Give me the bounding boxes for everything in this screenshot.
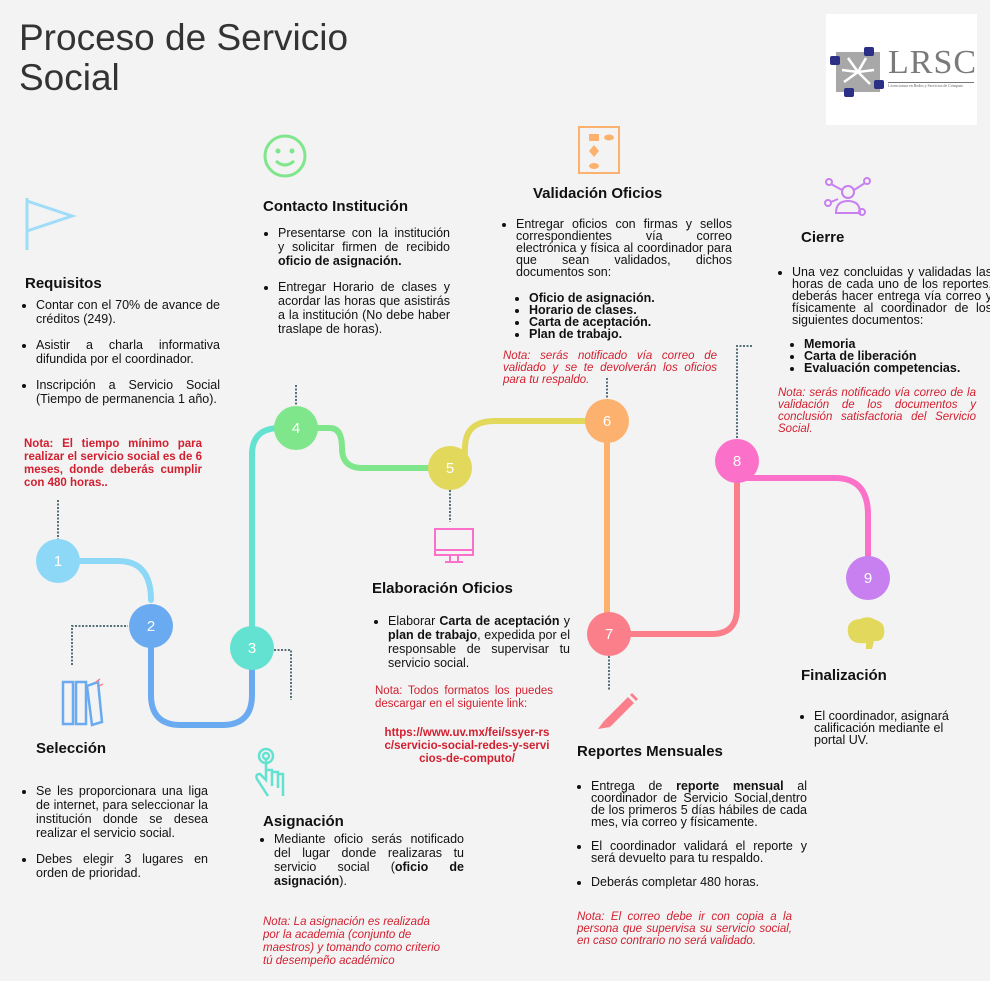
step-list-contacto: Presentarse con la institución y solicit…	[262, 226, 450, 348]
list-item: Se les proporcionara una liga de interne…	[36, 784, 208, 840]
step-list-asignacion: Mediante oficio serás notificado del lug…	[258, 832, 464, 900]
step-note-elaboracion: Nota: Todos formatos los puedes descarga…	[375, 685, 553, 710]
step-node-7: 7	[587, 612, 631, 656]
step-title-finalizacion: Finalización	[801, 667, 887, 684]
step-list-finalizacion: El coordinador, asignará calificación me…	[798, 710, 964, 758]
step-note-requisitos: Nota: El tiempo mínimo para realizar el …	[24, 438, 202, 489]
flag-icon	[25, 198, 77, 250]
step-docs-validacion: Oficio de asignación. Horario de clases.…	[513, 292, 729, 341]
monitor-icon	[434, 528, 474, 563]
step-title-asignacion: Asignación	[263, 813, 344, 830]
text: Entrega de	[591, 779, 677, 793]
step-note-asignacion: Nota: La asignación es realizada por la …	[263, 916, 441, 967]
pencil-icon	[598, 693, 638, 729]
list-item: Entrega de reporte mensual al coordinado…	[591, 779, 807, 829]
step-node-6: 6	[585, 399, 629, 443]
step-node-9: 9	[846, 556, 890, 600]
step-title-cierre: Cierre	[801, 229, 845, 246]
step-title-requisitos: Requisitos	[25, 275, 102, 292]
text-bold: oficio de asignación	[274, 860, 464, 888]
text: ).	[339, 874, 347, 888]
path-2-3	[148, 623, 255, 728]
binders-icon	[61, 678, 104, 727]
step-title-validacion: Validación Oficios	[533, 185, 663, 202]
step-list-validacion: Entregar oficios con firmas y sellos cor…	[500, 218, 732, 279]
formats-link[interactable]: https://www.uv.mx/fei/ssyer-rsc/servicio…	[384, 727, 550, 765]
step-node-3: 3	[230, 626, 274, 670]
list-item: Horario de clases.	[529, 304, 729, 317]
step-node-5: 5	[428, 446, 472, 490]
network-user-icon	[824, 177, 871, 216]
text-bold: Carta de aceptación	[439, 614, 560, 628]
list-item: Carta de liberación	[804, 350, 990, 363]
text: Elaborar	[388, 614, 440, 628]
logo-emblem-icon	[830, 47, 884, 97]
path-5-6	[447, 418, 610, 471]
list-item: Una vez concluidas y validadas las horas…	[792, 266, 990, 327]
list-item: Asistir a charla informativa difundida p…	[36, 338, 220, 366]
step-note-validacion: Nota: serás notificado vía correo de val…	[503, 350, 717, 386]
path-7-8	[606, 458, 740, 637]
step-list-cierre: Una vez concluidas y validadas las horas…	[776, 266, 990, 327]
list-item: Inscripción a Servicio Social (Tiempo de…	[36, 378, 220, 406]
list-item: Plan de trabajo.	[529, 328, 729, 341]
path-3-4	[249, 425, 299, 651]
list-item: Evaluación competencias.	[804, 362, 990, 375]
step-list-reportes: Entrega de reporte mensual al coordinado…	[575, 780, 807, 900]
text: al coordinador de Servicio Social,dentro…	[591, 779, 807, 829]
step-list-elaboracion: Elaborar Carta de aceptación y plan de t…	[372, 614, 570, 682]
list-item: Mediante oficio serás notificado del lug…	[274, 832, 464, 888]
list-item: El coordinador validará el reporte y ser…	[591, 840, 807, 865]
smiley-icon	[263, 134, 307, 178]
step-list-requisitos: Contar con el 70% de avance de créditos …	[20, 298, 220, 418]
path-1-2	[55, 558, 154, 603]
path-4-5	[293, 425, 453, 471]
step-title-seleccion: Selección	[36, 740, 107, 757]
step-node-8: 8	[715, 439, 759, 483]
step-title-elaboracion: Elaboración Oficios	[372, 580, 513, 597]
list-item: Deberás completar 480 horas.	[591, 876, 807, 889]
step-list-seleccion: Se les proporcionara una liga de interne…	[20, 784, 208, 892]
list-item: Entregar oficios con firmas y sellos cor…	[516, 218, 732, 279]
page-title: Proceso de Servicio Social	[19, 17, 349, 98]
leader-3	[274, 649, 292, 700]
path-8-9	[734, 475, 871, 581]
logo-subtitle: Licenciatura en Redes y Servicios de Cóm…	[888, 82, 974, 88]
list-item: Contar con el 70% de avance de créditos …	[36, 298, 220, 326]
list-item: El coordinador, asignará calificación me…	[814, 710, 964, 747]
list-item: Oficio de asignación.	[529, 292, 729, 305]
step-title-contacto: Contacto Institución	[263, 198, 408, 215]
step-node-1: 1	[36, 539, 80, 583]
text-bold: plan de trabajo	[388, 628, 478, 642]
step-docs-cierre: Memoria Carta de liberación Evaluación c…	[788, 338, 990, 375]
hand-tap-icon	[255, 747, 285, 797]
text-bold: oficio de asignación.	[278, 254, 402, 268]
leader-8	[736, 345, 752, 440]
brain-icon	[847, 617, 885, 649]
step-note-cierre: Nota: serás notificado vía correo de la …	[778, 387, 976, 435]
text: Presentarse con la institución y solicit…	[278, 226, 450, 254]
step-title-reportes: Reportes Mensuales	[577, 743, 723, 760]
leader-2	[71, 625, 128, 665]
step-node-2: 2	[129, 604, 173, 648]
lrsc-logo: LRSC Licenciatura en Redes y Servicios d…	[826, 14, 977, 125]
flowchart-icon	[578, 126, 620, 174]
text-bold: reporte mensual	[676, 779, 784, 793]
logo-text: LRSC	[888, 44, 978, 81]
step-node-4: 4	[274, 406, 318, 450]
list-item: Elaborar Carta de aceptación y plan de t…	[388, 614, 570, 670]
list-item: Presentarse con la institución y solicit…	[278, 226, 450, 268]
list-item: Carta de aceptación.	[529, 316, 729, 329]
text: , expedida por el responsable de supervi…	[388, 628, 570, 670]
list-item: Memoria	[804, 338, 990, 351]
list-item: Debes elegir 3 lugares en orden de prior…	[36, 852, 208, 880]
list-item: Entregar Horario de clases y acordar las…	[278, 280, 450, 336]
text: Mediante oficio serás notificado del lug…	[274, 832, 464, 874]
step-note-reportes: Nota: El correo debe ir con copia a la p…	[577, 911, 792, 947]
text: y	[559, 614, 570, 628]
